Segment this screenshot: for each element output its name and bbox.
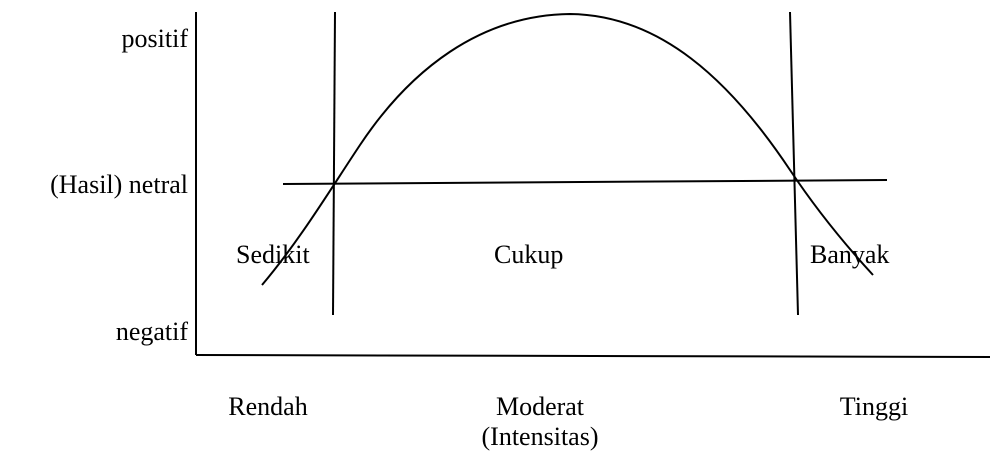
neutral-line: [282, 179, 888, 185]
right-threshold-line: [789, 11, 799, 316]
x-axis-title: (Intensitas): [481, 422, 599, 451]
x-label-low: Rendah: [228, 392, 308, 421]
zone-label-many: Banyak: [810, 240, 890, 269]
x-axis-line: [195, 354, 991, 358]
zone-label-few: Sedikit: [236, 240, 310, 269]
y-label-negative: negatif: [115, 317, 188, 346]
y-label-neutral: (Hasil) netral: [50, 170, 188, 199]
x-label-moderate: Moderat: [495, 392, 585, 421]
outcome-curve: [261, 12, 874, 286]
x-label-high: Tinggi: [839, 392, 909, 421]
y-label-positive: positif: [121, 24, 188, 53]
left-threshold-line: [332, 11, 336, 316]
zone-label-enough: Cukup: [494, 240, 564, 269]
